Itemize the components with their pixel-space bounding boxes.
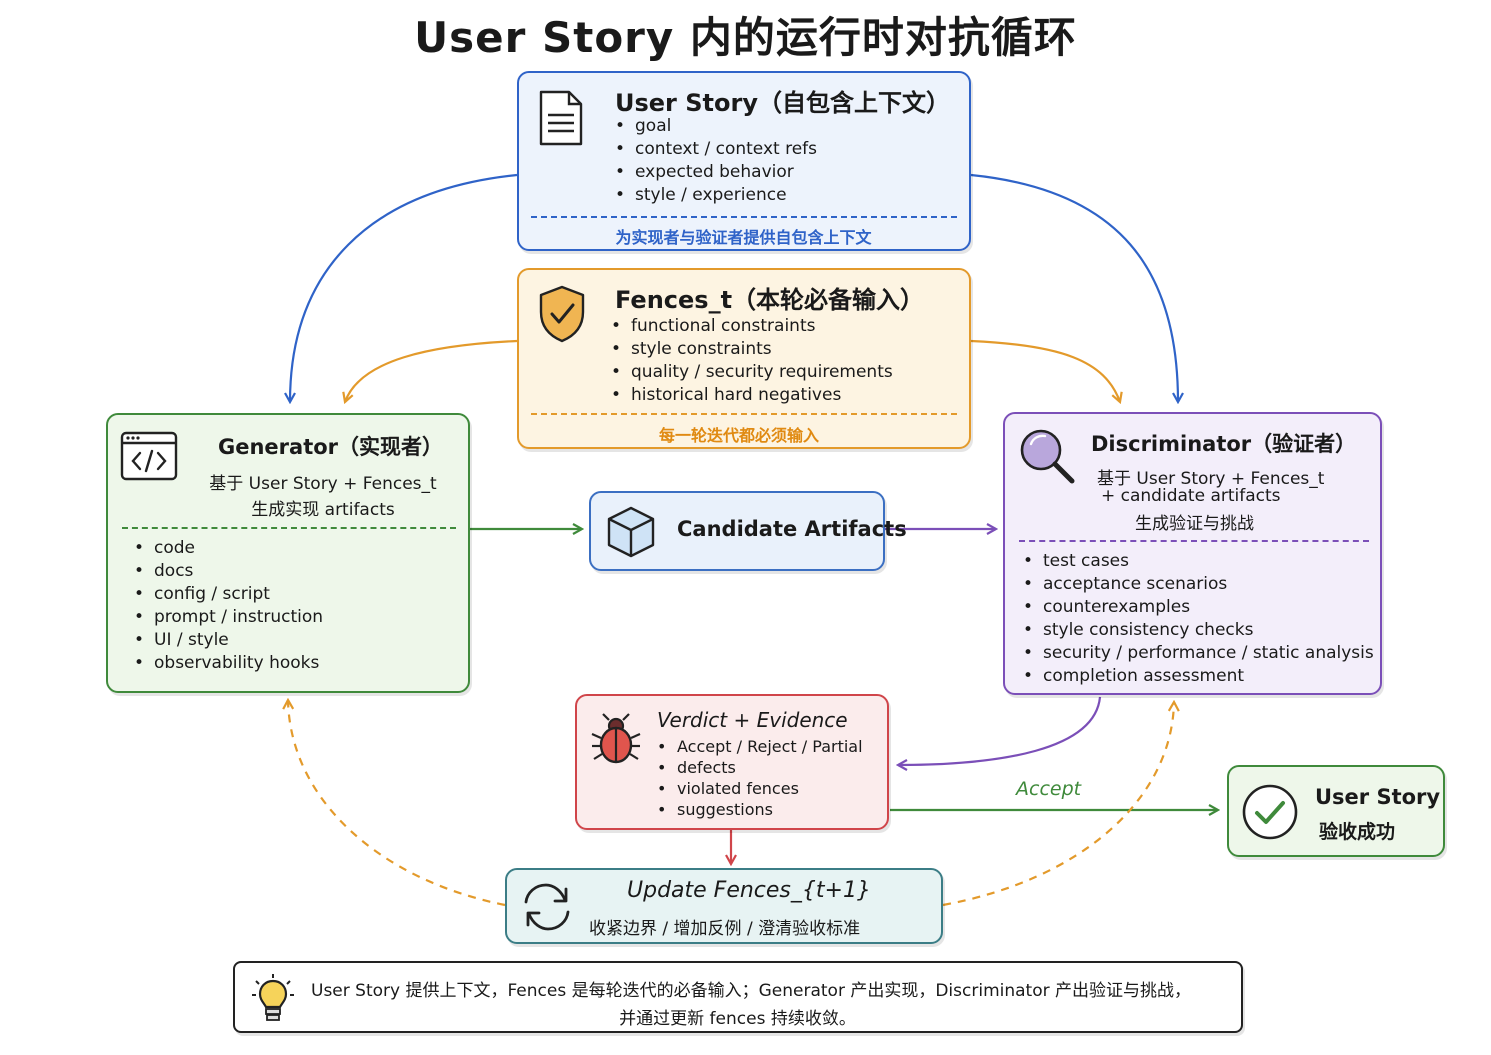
fences-heading: Fences_t（本轮必备输入） bbox=[615, 286, 925, 314]
list-item: test cases bbox=[1023, 550, 1374, 573]
fences-box: Fences_t（本轮必备输入） functional constraints … bbox=[517, 268, 971, 449]
summary-note: User Story 提供上下文，Fences 是每轮迭代的必备输入；Gener… bbox=[233, 961, 1243, 1033]
discriminator-desc-line2: + candidate artifacts bbox=[1101, 486, 1281, 506]
list-item: historical hard negatives bbox=[611, 384, 893, 407]
verdict-box: Verdict + Evidence Accept / Reject / Par… bbox=[575, 694, 889, 830]
list-item: security / performance / static analysis bbox=[1023, 642, 1374, 665]
refresh-icon bbox=[524, 883, 570, 931]
arrow-update-to-discriminator bbox=[942, 702, 1174, 907]
divider bbox=[531, 413, 957, 415]
arrow-fences-to-discriminator bbox=[970, 339, 1120, 402]
list-item: style constraints bbox=[611, 338, 893, 361]
cube-icon bbox=[607, 506, 655, 558]
candidate-artifacts-box: Candidate Artifacts bbox=[589, 491, 907, 571]
arrow-story-to-discriminator bbox=[970, 173, 1178, 402]
arrow-story-to-generator bbox=[290, 173, 518, 402]
arrow-update-to-generator bbox=[288, 700, 506, 907]
discriminator-box: Discriminator（验证者） 基于 User Story + Fence… bbox=[1003, 412, 1382, 695]
check-circle-icon bbox=[1242, 784, 1298, 840]
fences-footer: 每一轮迭代都必须输入 bbox=[658, 426, 819, 445]
candidate-label: Candidate Artifacts bbox=[677, 517, 907, 541]
user-story-box: User Story（自包含上下文） goal context / contex… bbox=[517, 71, 971, 251]
list-item: goal bbox=[615, 115, 817, 138]
divider bbox=[531, 216, 957, 218]
note-line1: User Story 提供上下文，Fences 是每轮迭代的必备输入；Gener… bbox=[311, 981, 1192, 1001]
divider bbox=[1019, 540, 1369, 542]
generator-desc-line1: 基于 User Story + Fences_t bbox=[209, 474, 437, 494]
accept-label: Accept bbox=[1016, 778, 1082, 800]
list-item: acceptance scenarios bbox=[1023, 573, 1374, 596]
list-item: completion assessment bbox=[1023, 665, 1374, 688]
discriminator-desc-line1: 基于 User Story + Fences_t bbox=[1097, 469, 1325, 489]
discriminator-list: test cases acceptance scenarios countere… bbox=[1023, 550, 1374, 688]
list-item: config / script bbox=[134, 583, 323, 606]
list-item: code bbox=[134, 537, 323, 560]
arrow-discriminator-to-verdict bbox=[898, 696, 1102, 765]
divider bbox=[122, 527, 456, 529]
list-item: functional constraints bbox=[611, 315, 893, 338]
bug-icon bbox=[591, 713, 641, 764]
list-item: prompt / instruction bbox=[134, 606, 323, 629]
shield-check-icon bbox=[539, 285, 585, 343]
generator-list: code docs config / script prompt / instr… bbox=[134, 537, 323, 675]
update-heading: Update Fences_{t+1} bbox=[627, 878, 871, 903]
verdict-list: Accept / Reject / Partial defects violat… bbox=[657, 736, 863, 820]
list-item: suggestions bbox=[657, 799, 863, 820]
list-item: observability hooks bbox=[134, 652, 323, 675]
list-item: defects bbox=[657, 757, 863, 778]
discriminator-heading: Discriminator（验证者） bbox=[1091, 432, 1357, 456]
user-story-heading: User Story（自包含上下文） bbox=[615, 89, 950, 117]
page-title: User Story 内的运行时对抗循环 bbox=[414, 13, 1077, 62]
verdict-heading: Verdict + Evidence bbox=[657, 708, 848, 732]
lightbulb-icon bbox=[252, 974, 294, 1021]
list-item: expected behavior bbox=[615, 161, 817, 184]
magnifier-icon bbox=[1020, 429, 1075, 484]
done-line1: User Story bbox=[1315, 785, 1441, 809]
user-story-footer: 为实现者与验证者提供自包含上下文 bbox=[615, 228, 872, 247]
generator-box: Generator（实现者） 基于 User Story + Fences_t … bbox=[106, 413, 470, 693]
update-fences-box: Update Fences_{t+1} 收紧边界 / 增加反例 / 澄清验收标准 bbox=[505, 868, 943, 944]
list-item: counterexamples bbox=[1023, 596, 1374, 619]
list-item: style / experience bbox=[615, 184, 817, 207]
list-item: quality / security requirements bbox=[611, 361, 893, 384]
document-icon bbox=[539, 90, 583, 146]
list-item: docs bbox=[134, 560, 323, 583]
list-item: Accept / Reject / Partial bbox=[657, 736, 863, 757]
discriminator-desc-line3: 生成验证与挑战 bbox=[1135, 514, 1254, 534]
fences-list: functional constraints style constraints… bbox=[611, 315, 893, 407]
done-line2: 验收成功 bbox=[1319, 821, 1396, 843]
list-item: violated fences bbox=[657, 778, 863, 799]
list-item: UI / style bbox=[134, 629, 323, 652]
code-window-icon bbox=[120, 431, 178, 481]
note-line2: 并通过更新 fences 持续收敛。 bbox=[619, 1009, 856, 1029]
update-desc: 收紧边界 / 增加反例 / 澄清验收标准 bbox=[589, 919, 861, 939]
generator-heading: Generator（实现者） bbox=[218, 435, 444, 459]
list-item: style consistency checks bbox=[1023, 619, 1374, 642]
list-item: context / context refs bbox=[615, 138, 817, 161]
arrow-fences-to-generator bbox=[345, 339, 518, 402]
generator-desc-line2: 生成实现 artifacts bbox=[251, 500, 395, 520]
user-story-list: goal context / context refs expected beh… bbox=[615, 115, 817, 207]
user-story-accepted-box: User Story 验收成功 bbox=[1227, 765, 1445, 857]
